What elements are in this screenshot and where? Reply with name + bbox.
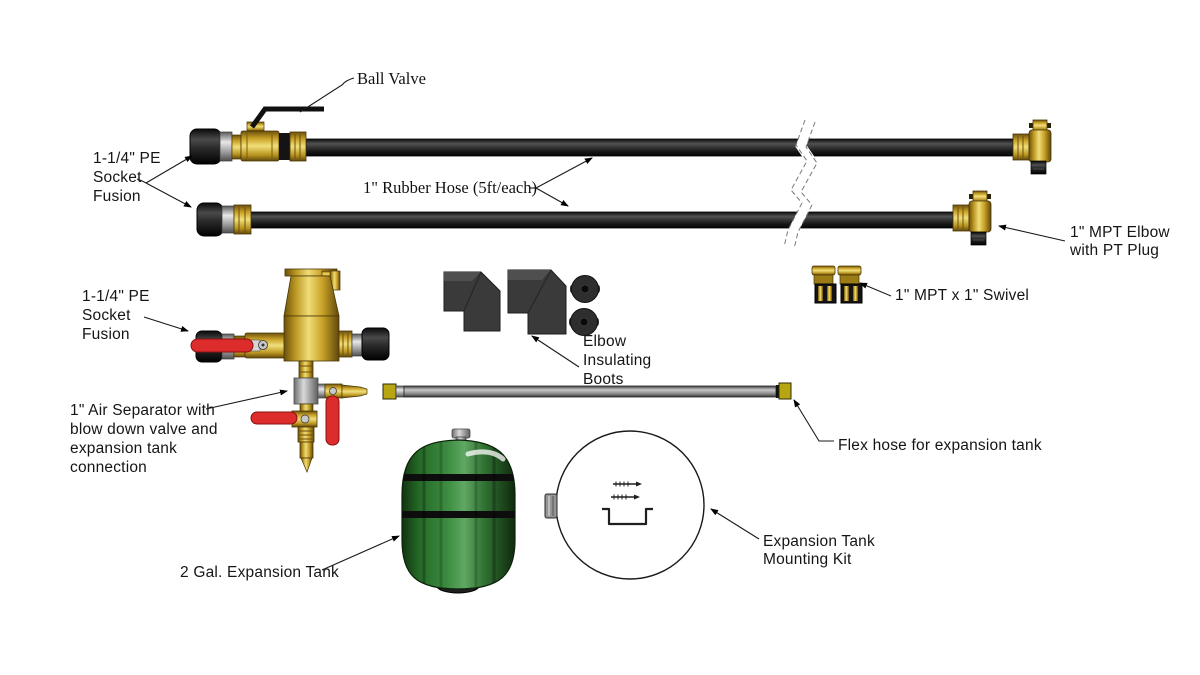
label-rubber-hose: 1" Rubber Hose (5ft/each) [363, 157, 593, 207]
svg-text:Boots: Boots [583, 371, 624, 388]
flex-hose-fitting-right [778, 382, 792, 400]
male-thread [970, 231, 987, 246]
ball-valve-label: Ball Valve [357, 69, 426, 88]
boot-2 [507, 269, 567, 335]
pt-plug [1032, 119, 1048, 132]
swivel-label: 1" MPT x 1" Swivel [895, 287, 1029, 304]
right-socket-fusion [338, 327, 390, 361]
svg-text:1-1/4" PE: 1-1/4" PE [82, 288, 150, 305]
red-valve-handle [190, 338, 254, 353]
labels: Ball Valve 1-1/4" PE Socket Fusion 1" Ru… [70, 69, 1170, 581]
tank-details [402, 442, 515, 589]
svg-text:expansion tank: expansion tank [70, 440, 177, 457]
flex-hose-label: Flex hose for expansion tank [838, 437, 1042, 454]
rubber-hose-label: 1" Rubber Hose (5ft/each) [363, 178, 537, 197]
mounting-screw-2 [611, 494, 640, 500]
svg-text:Fusion: Fusion [93, 188, 141, 205]
hose-barb [341, 384, 368, 399]
rubber-hose-bottom [250, 211, 954, 229]
label-pe-socket-fusion-mid: 1-1/4" PE Socket Fusion [82, 288, 189, 343]
socket-fusion-cap [196, 202, 224, 237]
rubber-hose-top [305, 138, 1014, 157]
svg-text:Insulating: Insulating [583, 352, 651, 369]
swivel-fitting-2 [837, 265, 863, 304]
steel-ring [219, 131, 233, 162]
red-valve-handle-vertical [325, 395, 340, 446]
male-thread [1030, 160, 1047, 175]
tee-fitting [293, 377, 319, 405]
mpt-elbow-bottom [952, 190, 992, 246]
svg-text:Fusion: Fusion [82, 326, 130, 343]
flex-hose-fitting-left [382, 383, 397, 400]
mounting-kit-circle [555, 430, 705, 580]
svg-text:Socket: Socket [82, 307, 131, 324]
flex-hose [382, 382, 792, 400]
hose-assembly-top [189, 106, 1052, 175]
swivel-fitting-1 [811, 265, 837, 304]
svg-text:Socket: Socket [93, 169, 142, 186]
pt-plug [972, 190, 988, 203]
svg-text:1" MPT Elbow: 1" MPT Elbow [1070, 224, 1170, 241]
boot-1 [443, 271, 501, 332]
red-drain-handle [250, 411, 298, 425]
swivel-fittings [811, 265, 863, 304]
hose-break-marks [783, 119, 818, 250]
expansion-tank-label: 2 Gal. Expansion Tank [180, 564, 339, 581]
expansion-tank [401, 428, 516, 594]
svg-text:blow down valve and: blow down valve and [70, 421, 218, 438]
boot-end-cap-1 [570, 275, 600, 303]
svg-text:1-1/4" PE: 1-1/4" PE [93, 150, 161, 167]
label-mounting-kit: Expansion Tank Mounting Kit [710, 508, 875, 568]
svg-text:Elbow: Elbow [583, 333, 627, 350]
mounting-bracket [602, 507, 653, 526]
label-elbow-boots: Elbow Insulating Boots [531, 333, 651, 388]
blow-down-tee [250, 360, 368, 473]
brass-nut [233, 204, 252, 235]
svg-text:Expansion Tank: Expansion Tank [763, 533, 875, 550]
brass-ring [231, 134, 242, 160]
steel-ring [221, 205, 235, 234]
label-pe-socket-fusion-top: 1-1/4" PE Socket Fusion [93, 150, 193, 208]
label-expansion-tank: 2 Gal. Expansion Tank [180, 535, 400, 581]
svg-text:connection: connection [70, 459, 147, 476]
mounting-screw-1 [613, 481, 642, 487]
air-separator-assembly [190, 268, 390, 473]
drain-tip [300, 457, 313, 473]
elbow-insulating-boots [443, 269, 600, 336]
label-mpt-swivel: 1" MPT x 1" Swivel [859, 282, 1029, 304]
svg-text:1" Air Separator with: 1" Air Separator with [70, 402, 215, 419]
mounting-kit [544, 430, 705, 580]
boot-end-cap-2 [569, 308, 599, 336]
svg-text:Mounting Kit: Mounting Kit [763, 551, 852, 568]
mpt-elbow-top [1012, 119, 1052, 175]
svg-text:with PT Plug: with PT Plug [1069, 242, 1159, 259]
brass-nut [289, 131, 307, 162]
label-ball-valve: Ball Valve [299, 69, 426, 113]
label-mpt-elbow: 1" MPT Elbow with PT Plug [998, 224, 1170, 259]
hose-assembly-bottom [196, 190, 992, 246]
label-air-separator: 1" Air Separator with blow down valve an… [70, 389, 288, 476]
socket-fusion-cap [189, 128, 222, 165]
black-collar [279, 133, 290, 160]
label-flex-hose: Flex hose for expansion tank [793, 399, 1042, 454]
mounting-strap-tab [544, 493, 558, 519]
air-separator-body [283, 268, 341, 362]
